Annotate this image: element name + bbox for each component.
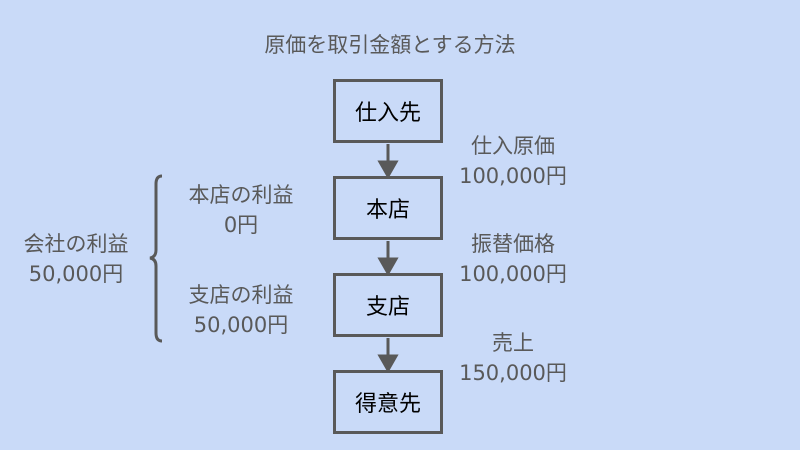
flow-amount: 100,000円 [459,262,567,286]
flow-amount: 150,000円 [459,361,567,385]
box-supplier: 仕入先 [333,79,443,143]
arrow-head-1 [377,160,399,180]
box-head-office: 本店 [333,176,443,240]
arrow-head-3 [377,354,399,374]
flow-label: 振替価格 [471,232,555,256]
profit-amount: 50,000円 [193,313,289,337]
profit-label: 会社の利益 [23,232,129,256]
flow-label: 売上 [492,331,534,355]
branch-profit: 支店の利益 50,000円 [166,280,316,340]
profit-amount: 0円 [223,213,259,237]
flow-label-sales: 売上 150,000円 [452,328,574,388]
diagram-title: 原価を取引金額とする方法 [264,33,516,57]
head-office-profit: 本店の利益 0円 [166,180,316,240]
profit-label: 本店の利益 [188,183,294,207]
profit-label: 支店の利益 [188,283,294,307]
box-branch: 支店 [333,273,443,337]
flow-label-transfer: 振替価格 100,000円 [452,229,574,289]
company-profit: 会社の利益 50,000円 [0,229,152,289]
brace [149,174,163,343]
arrow-head-2 [377,257,399,277]
profit-amount: 50,000円 [28,262,124,286]
flow-label-purchase: 仕入原価 100,000円 [452,131,574,191]
flow-amount: 100,000円 [459,164,567,188]
box-customer: 得意先 [333,370,443,434]
flow-label: 仕入原価 [471,134,555,158]
